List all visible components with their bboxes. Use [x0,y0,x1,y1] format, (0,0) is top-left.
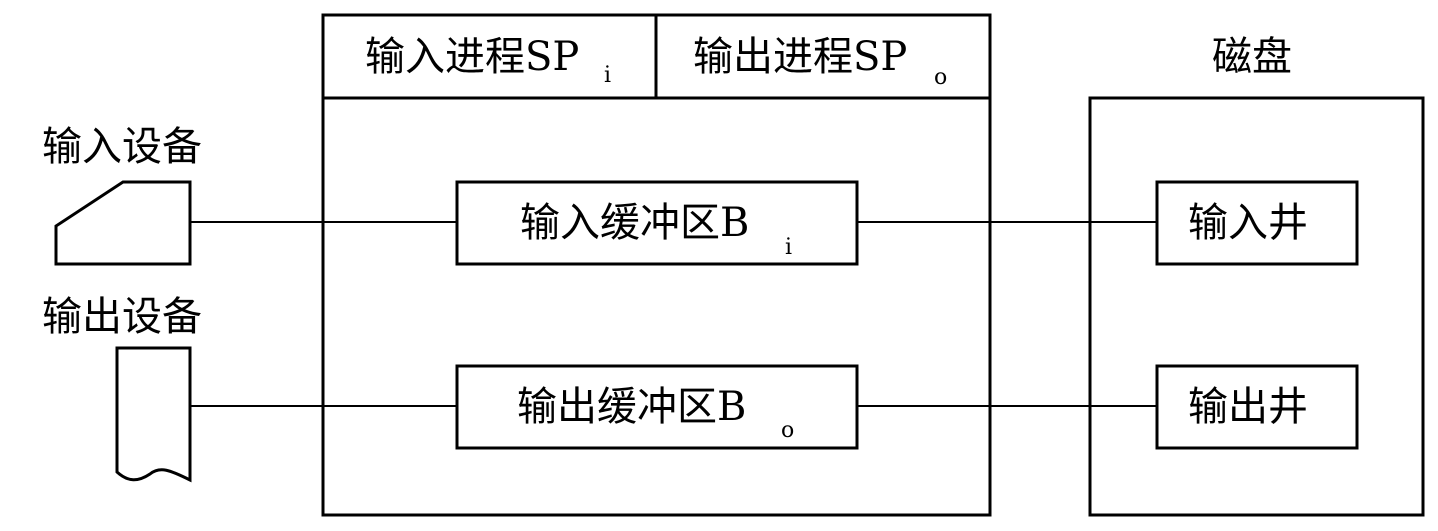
input-device-label: 输入设备 [42,124,202,170]
output-process-label: 输出进程SP [693,34,907,80]
output-device-label: 输出设备 [42,294,202,340]
input-buffer-subscript: i [785,235,792,260]
output-buffer-box [455,364,859,450]
output-buffer-subscript: o [781,418,794,443]
output-well-label: 输出井 [1188,384,1308,430]
output-well-box [1155,364,1359,450]
input-buffer-label: 输入缓冲区B [520,200,749,246]
input-device-icon [54,180,192,266]
output-buffer-label: 输出缓冲区B [517,384,746,430]
disk-label: 磁盘 [1212,34,1292,80]
input-well-box [1155,180,1359,266]
output-device-icon [115,346,192,483]
input-buffer-box [455,180,859,266]
input-well-label: 输入井 [1188,200,1308,246]
output-process-subscript: o [934,65,947,90]
disk-box [1088,96,1425,517]
input-process-label: 输入进程SP [365,34,579,80]
input-process-subscript: i [604,63,611,88]
